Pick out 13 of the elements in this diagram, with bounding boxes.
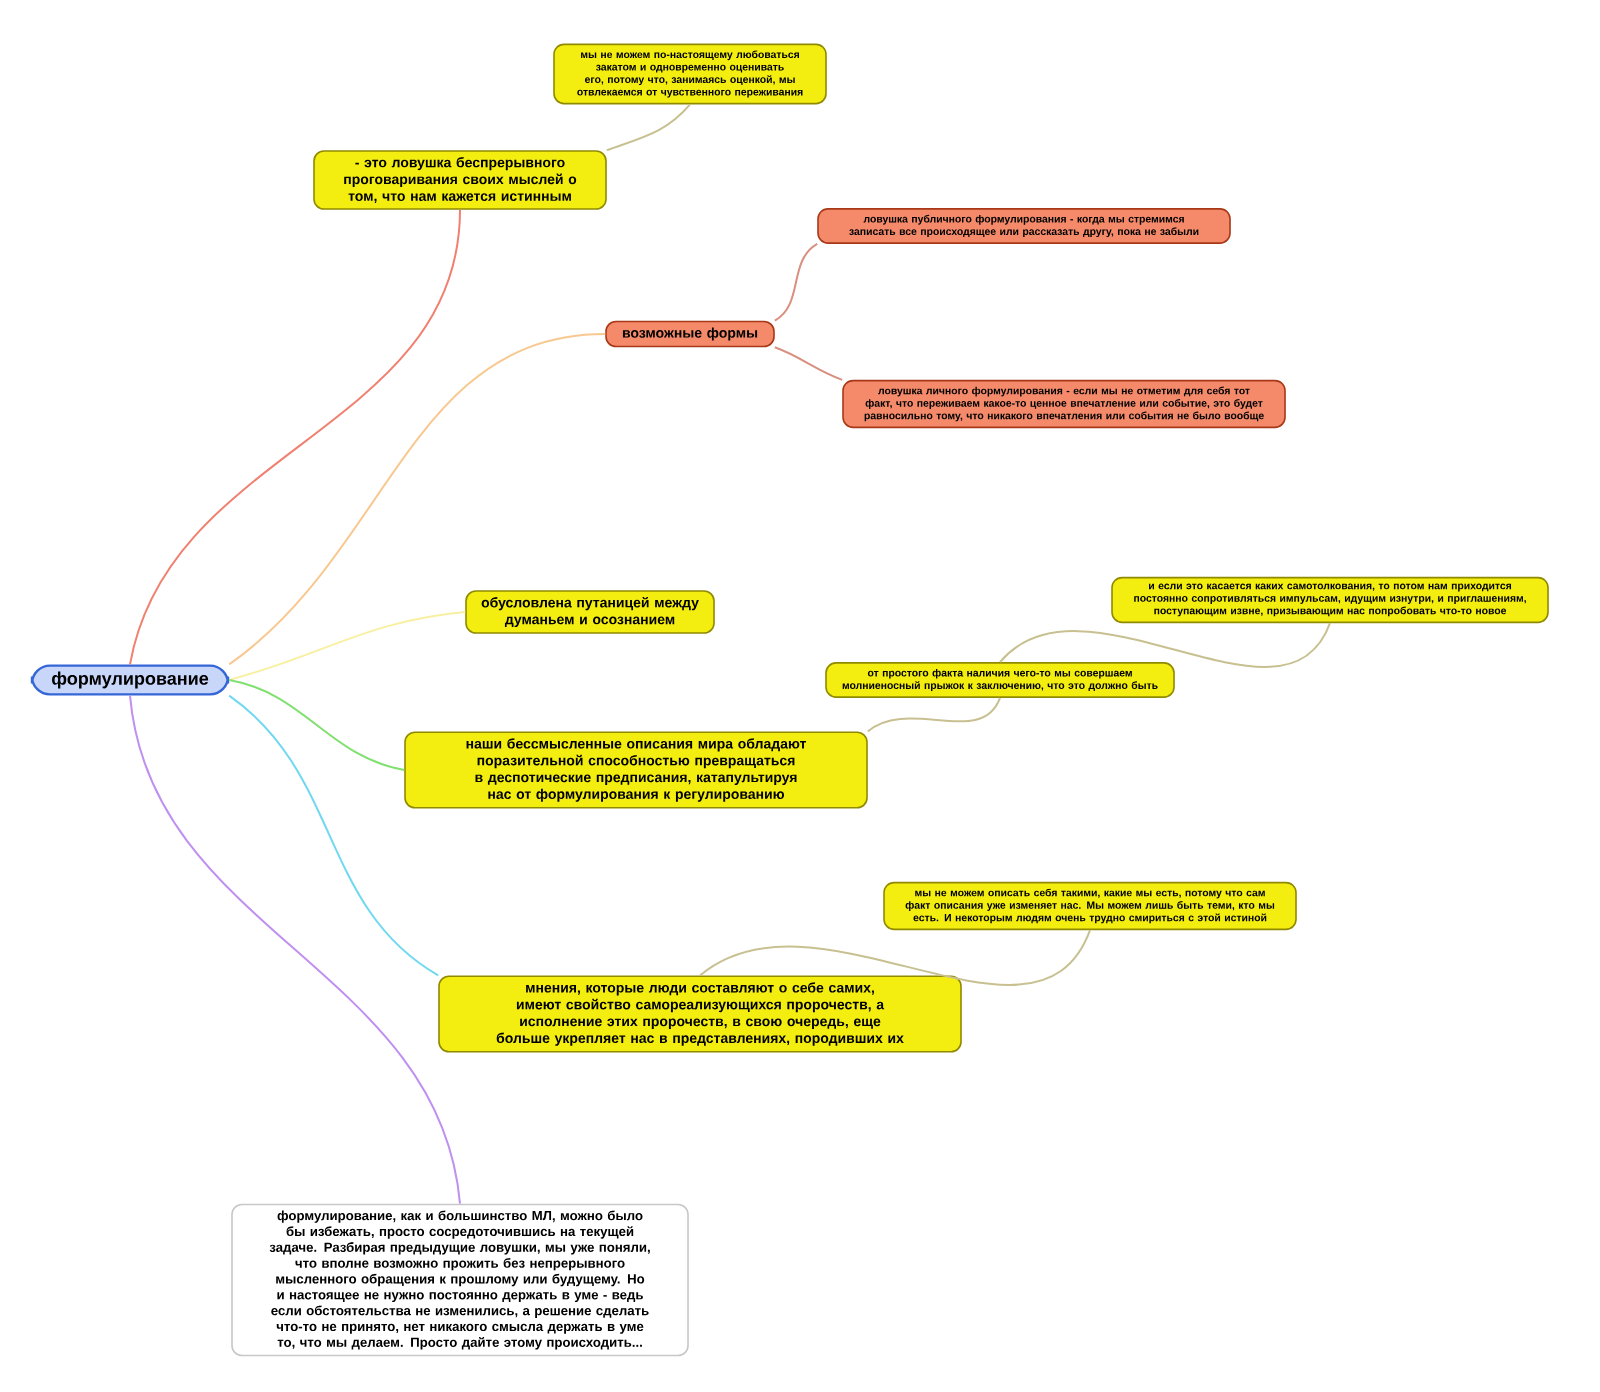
topic-box: формулирование [30,664,230,696]
connector-line [866,696,1001,733]
connector-line [228,679,406,771]
connector-line [605,103,691,152]
connector-line [773,346,844,381]
connector-line [699,929,1091,986]
connector-line [228,333,607,666]
connector-line [773,242,819,322]
connector-line [999,622,1331,668]
connector-line [228,611,467,681]
connector-line [129,694,461,1205]
connector-line [228,694,440,977]
connector-line [129,208,461,666]
